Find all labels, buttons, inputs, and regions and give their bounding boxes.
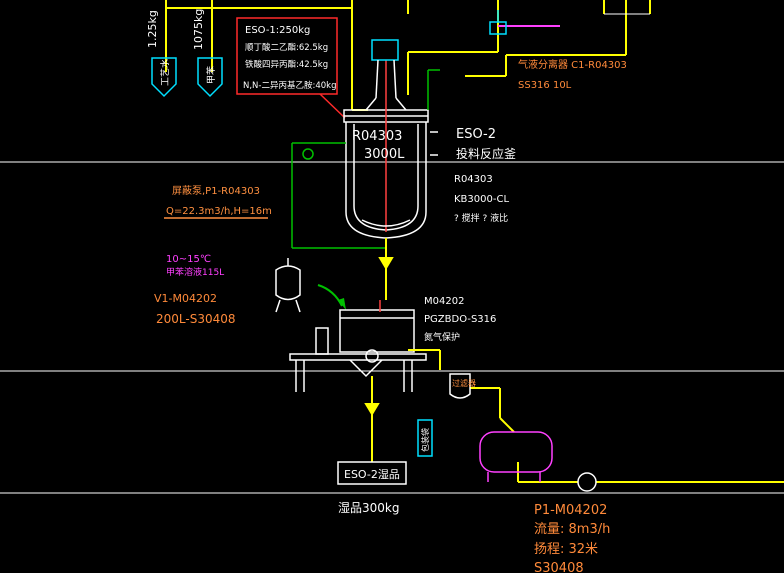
chiller-note: 甲苯溶液115L [166,266,224,278]
feed-1-name: 工艺水 [159,59,171,86]
head-tank-spec: 200L-S30408 [156,312,236,326]
bag-box [417,419,433,457]
charge-box-leader [319,93,346,119]
transfer-pump-icon [577,472,597,492]
reactor-name-code: ESO-2 [456,127,496,142]
centrifuge-note: 氮气保护 [424,331,460,343]
transfer-arrow [317,284,343,307]
reactor-model-tag: R04303 [454,174,493,185]
charge-line-1: ESO-1:250kg [245,25,310,36]
charge-line-2: 顺丁酸二乙酯:62.5kg [245,42,328,53]
feed-2-name: 甲苯 [205,66,217,84]
receiver-tank [479,431,553,482]
transfer-pump-flow: 流量: 8m3/h [534,522,610,537]
transfer-pump-material: S30408 [534,561,584,573]
circ-pump-name: 屏蔽泵,P1-R04303 [172,185,260,197]
sheet-lines [0,161,784,494]
transfer-pump-head: 扬程: 32米 [534,542,598,557]
top-instrument-icon [489,10,507,35]
condenser-label: 气液分离器 C1-R04303 [518,58,627,71]
top-process-lines [165,0,651,111]
feed-1-qty: 1.25kg [146,10,159,48]
reactor-tag: R04303 [352,129,402,144]
filtrate-line [408,349,784,483]
charge-box [236,17,338,95]
bag-label: 包装袋 [420,428,430,452]
product-qty: 湿品300kg [338,500,399,515]
charge-line-4: N,N-二异丙基乙胺:40kg [243,80,336,91]
filter-label: 过滤器 [452,378,476,388]
centrifuge-model: PGZBDO-S316 [424,314,496,325]
transfer-arrowhead [338,298,346,310]
reactor-name-cn: 投料反应釜 [456,146,516,161]
product-box-label: ESO-2湿品 [344,468,400,481]
reactor-volume: 3000L [364,147,405,162]
reactor-outlet-line [378,238,394,300]
filter-vessel [449,373,471,399]
circulation-loop [291,69,440,249]
chiller-temp: 10~15℃ [166,254,211,265]
reactor-features: ? 搅拌 ? 液比 [454,212,508,224]
charge-line-3: 铁酸四异丙酯:42.5kg [245,59,328,70]
product-box [337,461,407,485]
condenser-material: SS316 10L [518,80,572,91]
head-tank-tag: V1-M04202 [154,292,217,305]
transfer-pump-tag: P1-M04202 [534,503,607,518]
centrifuge-tag: M04202 [424,296,464,307]
product-line [364,376,380,462]
centrifuge [289,309,427,392]
circ-pump-spec: Q=22.3m3/h,H=16m [166,206,272,217]
feed-arrows [151,57,223,98]
feed-2-qty: 1075kg [192,9,205,50]
head-tank-vessel [275,258,301,313]
reactor-model: KB3000-CL [454,194,509,205]
